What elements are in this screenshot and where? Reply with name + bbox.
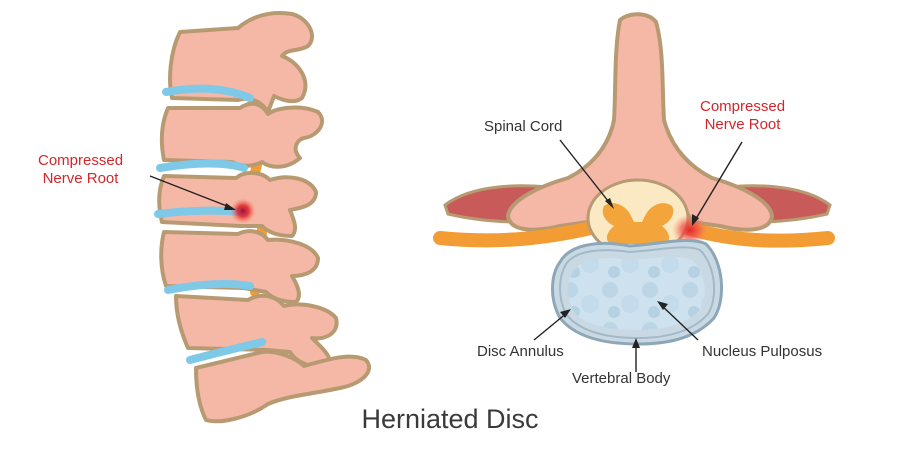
lateral-spine-view: [149, 11, 371, 424]
nucleus-arrowhead: [657, 301, 668, 310]
right-compressed-arrowhead: [692, 214, 699, 226]
right-compressed-pointer: [693, 141, 743, 223]
right-compressed-line2: Nerve Root: [704, 116, 781, 133]
axial-vertebra-view: [433, 12, 835, 372]
disc-1: [162, 84, 254, 102]
vertebra-2: [159, 101, 324, 169]
disc-annulus-pointer: [533, 311, 569, 341]
vertebra-4: [159, 229, 320, 304]
nucleus-pulposus-label: Nucleus Pulposus: [702, 343, 823, 360]
left-compressed-label: Compressed Nerve Root: [38, 152, 123, 188]
left-compressed-arrowhead: [224, 203, 236, 210]
diagram-title: Herniated Disc: [361, 404, 539, 434]
spinal-cord-gray-matter: [602, 203, 674, 244]
spinal-cord-label: Spinal Cord: [484, 118, 563, 135]
vertebral-body-arrowhead: [632, 338, 640, 348]
nucleus-pulposus-shape: [568, 256, 705, 330]
vertebral-body-label: Vertebral Body: [572, 370, 671, 387]
spinal-cord-pointer: [559, 139, 613, 207]
compression-hotspot-right: [672, 214, 708, 246]
disc-annulus-arrowhead: [560, 309, 571, 318]
left-compressed-line2: Nerve Root: [42, 170, 119, 187]
spinal-cord-arrowhead: [605, 198, 614, 209]
compression-hotspot-left: [230, 198, 256, 224]
nerve-root-left: [433, 219, 607, 248]
right-compressed-label: Compressed Nerve Root: [700, 98, 785, 134]
disc-annulus-label: Disc Annulus: [477, 343, 564, 360]
disc-4: [164, 279, 254, 294]
left-compressed-pointer: [149, 175, 233, 209]
right-compressed-line1: Compressed: [700, 98, 786, 115]
left-compressed-line1: Compressed: [38, 152, 124, 169]
nucleus-pointer: [659, 303, 699, 341]
sacrum: [194, 349, 371, 424]
disc-5: [186, 338, 266, 364]
disc-2: [156, 159, 248, 172]
disc-3: [154, 206, 246, 218]
